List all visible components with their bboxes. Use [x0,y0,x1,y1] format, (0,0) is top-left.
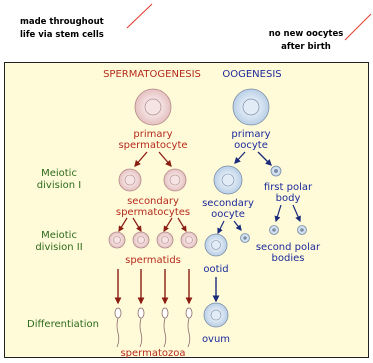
arrow-sperm-div2-2 [133,218,141,231]
label-spermatids: spermatids [125,255,181,266]
header-spermatogenesis: SPERMATOGENESIS [103,69,201,80]
secondary-oocyte-cell [214,166,242,194]
spermatid-cell-3 [157,232,173,248]
ootid-cell [205,234,227,256]
arrow-sperm-div2-4 [178,218,186,231]
stage-differentiation: Differentiation [27,319,99,330]
arrow-sperm-primary-to-secondary-right [159,152,171,166]
arrow-sperm-primary-to-secondary-left [135,152,147,166]
arrow-sperm-div2-1 [119,218,127,231]
label-secondary-oocyte-line-2: oocyte [211,209,245,220]
label-primary-oocyte-line-2: oocyte [234,140,268,151]
stage-meiotic-division-2-line-1: Meiotic [41,230,77,241]
pointer-line-right [345,14,371,40]
spermatid-cell-2 [133,232,149,248]
label-secondary-oocyte-line-1: secondary [202,198,254,209]
label-second-polar-bodies-line-1: second polar [256,242,321,253]
label-primary-oocyte-line-1: primary [231,129,270,140]
pointer-lines [0,0,373,62]
arrow-secondary-oocyte-to-polar-body [234,221,241,230]
spermatid-cell-1 [109,232,125,248]
spermatozoon-3 [162,308,168,347]
stage-meiotic-division-1-line-1: Meiotic [41,168,77,179]
label-first-polar-body-line-1: first polar [264,182,313,193]
stage-meiotic-division-1-line-2: division I [37,180,81,191]
second-polar-body-cell-2 [270,226,279,235]
second-polar-body-cell-1 [241,234,250,243]
gametogenesis-diagram: SPERMATOGENESIS OOGENESIS Meiotic divisi… [5,63,370,359]
spermatozoon-1 [115,308,121,347]
first-polar-body-cell [271,166,281,176]
arrow-secondary-oocyte-to-ootid [218,221,224,233]
label-ovum: ovum [202,334,230,345]
secondary-spermatocyte-cell-right [164,169,186,191]
arrow-first-polar-body-split-left [276,205,281,221]
arrow-oo-primary-to-secondary [235,152,245,163]
label-primary-spermatocyte-line-1: primary [133,129,172,140]
pointer-line-left [127,4,152,28]
label-secondary-spermatocytes-line-2: spermatocytes [116,207,190,218]
secondary-spermatocyte-cell-left [119,169,141,191]
label-first-polar-body-line-2: body [276,193,301,204]
spermatozoon-2 [138,308,144,347]
label-second-polar-bodies-line-2: bodies [272,253,305,264]
label-primary-spermatocyte-line-2: spermatocyte [118,140,187,151]
stage-meiotic-division-2-line-2: division II [35,242,82,253]
arrow-first-polar-body-split-right [293,205,300,221]
primary-spermatocyte-cell [135,89,171,125]
second-polar-body-cell-3 [298,226,307,235]
label-ootid: ootid [203,264,228,275]
ovum-cell [204,303,228,327]
primary-oocyte-cell [233,89,269,125]
spermatid-cell-4 [181,232,197,248]
label-spermatozoa: spermatozoa [120,348,185,359]
header-oogenesis: OOGENESIS [222,69,281,80]
gametogenesis-diagram-panel: SPERMATOGENESIS OOGENESIS Meiotic divisi… [4,62,369,358]
arrow-sperm-div2-3 [164,218,172,231]
arrow-oo-primary-to-polar-body [258,152,271,165]
label-secondary-spermatocytes-line-1: secondary [127,196,179,207]
spermatozoon-4 [186,308,192,347]
